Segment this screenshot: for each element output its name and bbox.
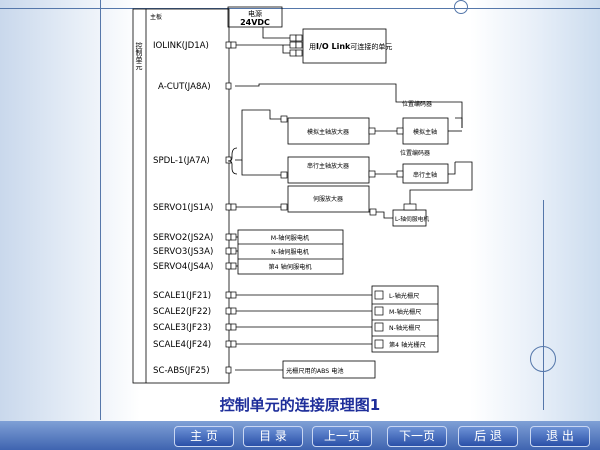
next-page-button[interactable]: 下一页: [387, 426, 447, 447]
home-button[interactable]: 主 页: [174, 426, 234, 447]
port-label: SCALE4(JF24): [153, 340, 211, 350]
port-label: A-CUT(JA8A): [158, 82, 211, 92]
io-unit-suffix: 可连接的单元: [350, 42, 392, 51]
l-axis-motor-label: L-轴伺服电机: [395, 215, 429, 223]
decor-line-top: [0, 8, 600, 9]
port-label: IOLINK(JD1A): [153, 41, 209, 51]
decor-circle-bottom: [530, 346, 556, 372]
position-encoder-label-1: 位置编码器: [402, 100, 432, 108]
cpu-box-label: 主板: [150, 13, 162, 21]
back-button[interactable]: 后 退: [458, 426, 518, 447]
decor-line-left: [100, 0, 101, 420]
port-label: SCALE3(JF23): [153, 323, 211, 333]
io-unit-prefix: 用: [309, 43, 316, 51]
port-label: SPDL-1(JA7A): [153, 156, 210, 166]
m-axis-scale-label: M-轴光栅尺: [389, 308, 421, 316]
position-encoder-label-2: 位置编码器: [400, 149, 430, 157]
n-axis-motor-label: N-轴伺服电机: [271, 248, 310, 256]
decor-line-right: [543, 200, 544, 410]
vertical-label: 控制单元: [135, 41, 143, 71]
decor-circle-top: [454, 0, 468, 14]
serial-spindle-motor-label: 串行主轴: [413, 171, 437, 179]
port-label: SCALE1(JF21): [153, 291, 211, 301]
serial-spindle-amp-label: 串行主轴放大器: [307, 162, 349, 170]
abs-battery-label: 光栅尺用的ABS 电池: [286, 367, 344, 375]
analog-spindle-amp-label: 模拟主轴放大器: [307, 128, 349, 136]
prev-page-button[interactable]: 上一页: [312, 426, 372, 447]
port-label: SERVO1(JS1A): [153, 203, 213, 213]
io-unit-bold: I/O Link: [316, 42, 351, 51]
port-label: SERVO4(JS4A): [153, 262, 213, 272]
port-label: SERVO2(JS2A): [153, 233, 213, 243]
diagram-caption: 控制单元的连接原理图1: [219, 396, 381, 414]
m-axis-motor-label: M-轴伺服电机: [271, 234, 310, 242]
port-label: SERVO3(JS3A): [153, 247, 213, 257]
power-label-2: 24VDC: [240, 18, 270, 27]
axis4-scale-label: 第4 轴光栅尺: [389, 341, 426, 349]
port-label: SC-ABS(JF25): [153, 366, 210, 376]
port-label: SCALE2(JF22): [153, 307, 211, 317]
io-unit-label: 用I/O Link可连接的单元: [309, 42, 392, 51]
axis4-motor-label: 第4 轴伺服电机: [268, 263, 312, 271]
l-axis-scale-label: L-轴光栅尺: [389, 292, 419, 300]
exit-button[interactable]: 退 出: [530, 426, 590, 447]
n-axis-scale-label: N-轴光栅尺: [389, 324, 421, 332]
connection-diagram: 主板 控制单元 电源 24VDC 用I/O Link可连接的单元 IOLINK(…: [132, 6, 473, 384]
contents-button[interactable]: 目 录: [243, 426, 303, 447]
servo-amp-label: 伺服放大器: [313, 195, 343, 203]
power-label-1: 电源: [248, 9, 262, 18]
analog-spindle-motor-label: 模拟主轴: [413, 128, 437, 136]
